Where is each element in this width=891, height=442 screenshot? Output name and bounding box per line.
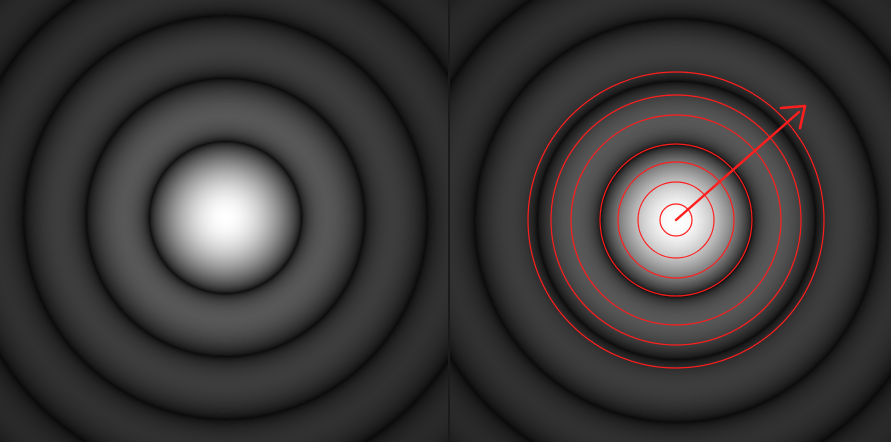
annotation-overlay [527,71,825,369]
concentric-rings [527,71,825,369]
panel-divider [448,0,450,442]
arrow-shaft [674,110,801,222]
ring-circle-5 [570,114,782,326]
ring-circle-7 [527,71,825,369]
airy-pattern-panel-left [0,0,448,442]
ring-circle-1 [659,203,693,237]
airy-disk-image [0,0,448,442]
radial-arrow [674,104,807,222]
airy-pattern-panel-right [450,0,891,442]
ring-circle-2 [637,181,715,259]
ring-circle-3 [617,161,735,279]
arrow-head [779,104,807,130]
ring-circle-6 [550,94,802,346]
ring-circle-4 [599,143,753,297]
